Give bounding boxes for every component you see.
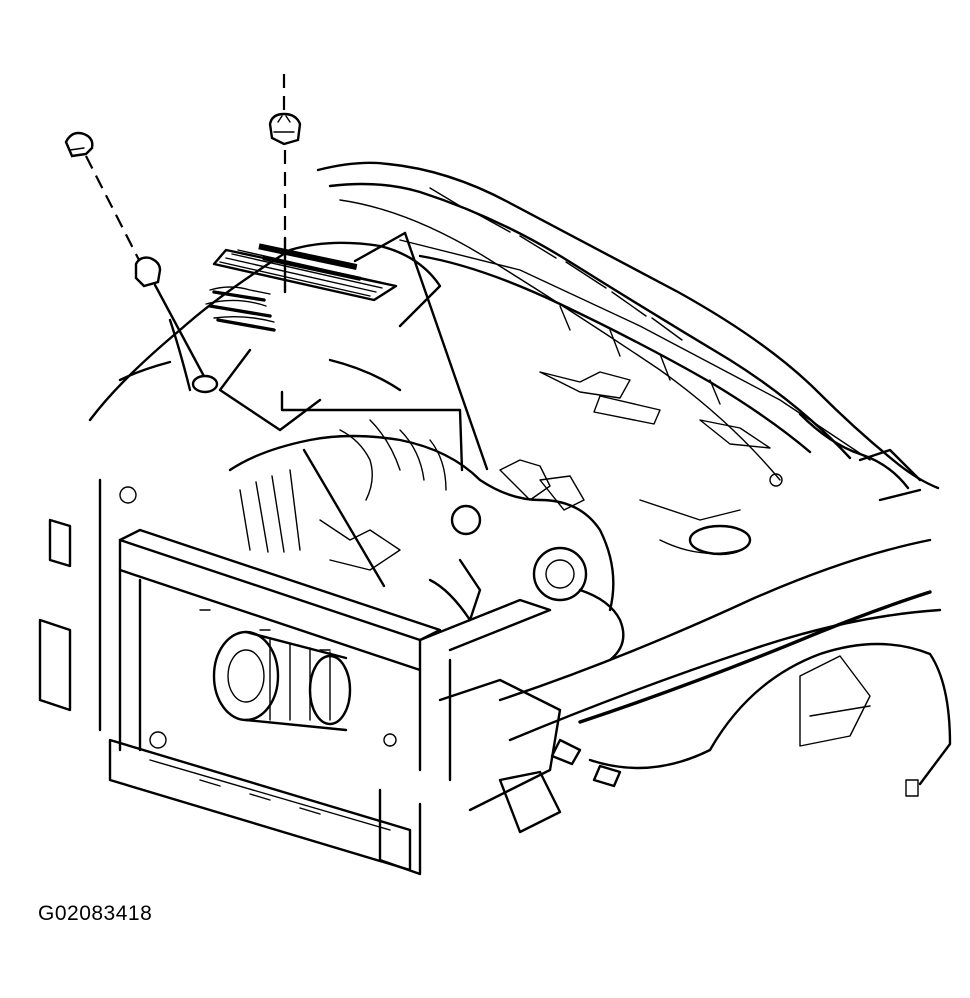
radiator-support-frame: [38, 478, 562, 876]
fender-panel: [498, 538, 952, 797]
ac-compressor: [212, 630, 352, 732]
hood-panel: [316, 161, 940, 490]
left-cover-fastener: [64, 131, 219, 394]
center-cover-fastener: [268, 74, 302, 294]
inner-fender-detail: [639, 448, 922, 556]
engine-cover: [88, 241, 442, 432]
callout-lines: [280, 231, 489, 588]
figure-code: G02083418: [38, 902, 153, 925]
engine-assembly: [228, 419, 625, 662]
